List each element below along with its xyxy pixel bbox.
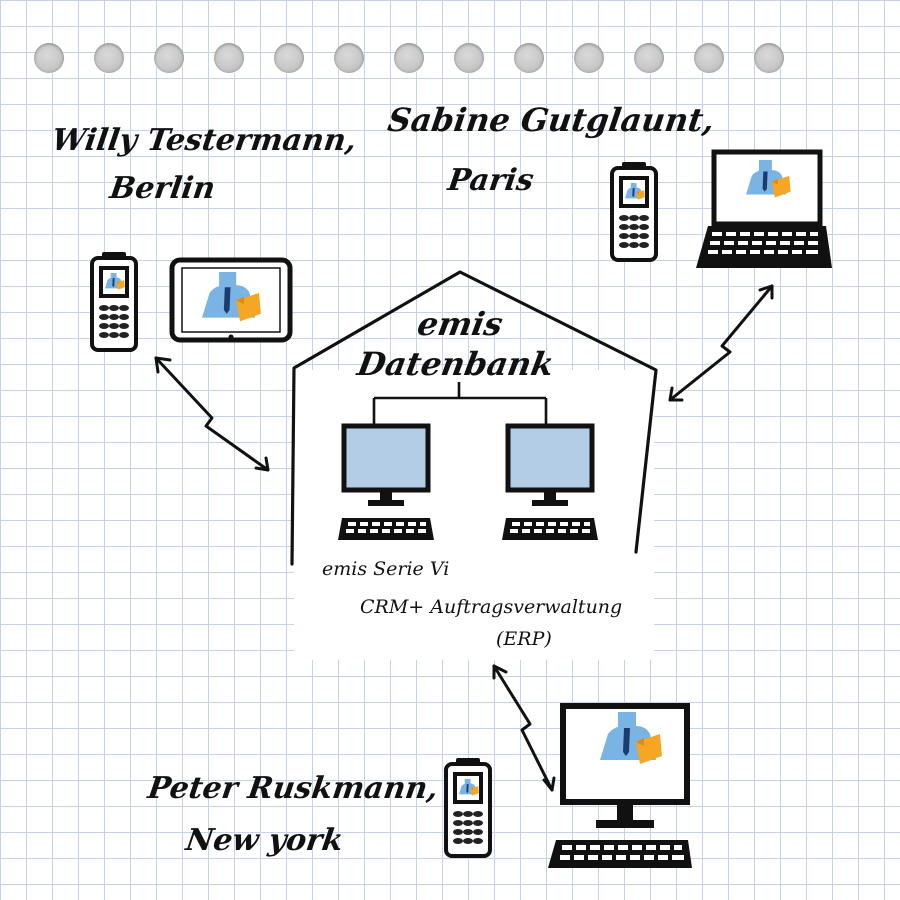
server-pc-right xyxy=(502,426,598,540)
binder-hole xyxy=(34,43,64,73)
binder-hole xyxy=(514,43,544,73)
software-label-line1: emis Serie Vi xyxy=(322,558,450,580)
binder-hole xyxy=(214,43,244,73)
software-label-line2: CRM+ Auftragsverwaltung xyxy=(360,596,623,618)
connection-arrow-paris xyxy=(668,284,774,402)
database-label-line1: emis xyxy=(414,305,506,343)
binder-holes xyxy=(34,43,784,73)
house-interior xyxy=(294,370,654,660)
binder-hole xyxy=(334,43,364,73)
mobile-phone-berlin xyxy=(92,252,136,350)
person-city-new-york: New york xyxy=(183,823,346,858)
laptop-paris xyxy=(696,149,832,268)
connection-arrow-berlin xyxy=(154,356,270,472)
person-name-willy: Willy Testermann, xyxy=(49,123,359,158)
binder-hole xyxy=(574,43,604,73)
binder-hole xyxy=(394,43,424,73)
software-label-line3: (ERP) xyxy=(496,628,552,650)
binder-hole xyxy=(634,43,664,73)
database-label-line2: Datenbank xyxy=(354,345,557,383)
binder-hole xyxy=(154,43,184,73)
binder-hole xyxy=(454,43,484,73)
person-city-berlin: Berlin xyxy=(107,171,218,206)
binder-hole xyxy=(754,43,784,73)
binder-hole xyxy=(694,43,724,73)
connection-arrow-new-york xyxy=(492,664,554,792)
desktop-pc-new-york xyxy=(548,703,692,868)
person-name-peter: Peter Ruskmann, xyxy=(145,771,441,806)
binder-hole xyxy=(274,43,304,73)
binder-hole xyxy=(94,43,124,73)
server-pc-left xyxy=(338,426,434,540)
mobile-phone-paris xyxy=(612,162,656,260)
person-city-paris: Paris xyxy=(445,163,536,198)
tablet-berlin xyxy=(169,257,293,343)
mobile-phone-new-york xyxy=(446,758,490,856)
person-name-sabine: Sabine Gutglaunt, xyxy=(385,101,717,139)
